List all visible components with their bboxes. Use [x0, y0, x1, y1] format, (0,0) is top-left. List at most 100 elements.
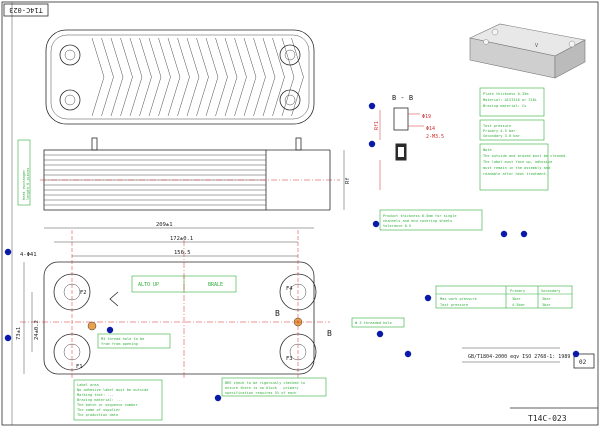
note-line-2: The outside and brazed must be cleaned.: [483, 154, 567, 158]
note-line-1: Note: [483, 148, 492, 152]
svg-text:V: V: [535, 43, 538, 49]
pressure-primary-head: Primary: [510, 289, 526, 293]
note-general: Note The outside and brazed must be clea…: [479, 143, 567, 191]
side-note-line-1: Heat exchanger: [22, 169, 26, 200]
section-marks: B B: [275, 309, 332, 338]
pressure-secondary-head: Secondary: [541, 289, 561, 293]
marker-dot: [500, 230, 508, 238]
page-number: 02: [579, 359, 587, 366]
material-line-2: Material: AISI316 or 316L: [483, 98, 537, 102]
marker-dot: [372, 220, 380, 228]
marker-dot: [214, 394, 222, 402]
ref-c: 2-M3.5: [426, 134, 444, 140]
note-f3-hole: Φ 3 threaded hole: [351, 317, 405, 328]
section-label: B - B: [392, 94, 413, 102]
ref-b: Φ14: [426, 126, 435, 132]
note-material: Plate thickness 0.35m Material: AISI316 …: [479, 87, 545, 117]
note-test: Test pressure Primary 4.5 bar Secondary …: [479, 119, 545, 141]
thickness-line-2: channels and end covering sheets: [383, 219, 452, 223]
pressure-row-2: Test pressure: [440, 303, 468, 307]
marker-dot: [572, 350, 580, 358]
plate-side-view: Rf: [40, 137, 351, 211]
stack-height: Rf1: [374, 121, 380, 130]
code-top-text: T14C-023: [9, 6, 43, 14]
label-left-text: ALTO UP: [138, 282, 159, 288]
label-area-3: Marking text: ...: [77, 393, 114, 397]
bre-line-1: BRE check to be rigorously checked to: [225, 381, 305, 385]
material-line-3: Brazing material: Cu: [483, 104, 526, 108]
port-f1: F1: [76, 364, 83, 370]
thickness-line-1: Product thickness 6.5mm for single: [383, 214, 457, 218]
marker-dot: [376, 330, 384, 338]
standard-ref: GB/T1804-2000 eqv ISO 2768-1: 1989: [462, 347, 570, 363]
label-area-1: Label area: [77, 383, 99, 387]
f3-note-text: Φ 3 threaded hole: [355, 321, 392, 325]
label-area-7: The production date: [77, 413, 118, 417]
bre-line-2: ensure there is no block - primary: [225, 386, 299, 390]
title-code-bottom: T14C-023: [510, 407, 598, 423]
label-right-text: BRALE: [208, 282, 223, 288]
title-code-top: T14C-023: [3, 3, 49, 17]
marker-dot: [368, 102, 376, 110]
port-f1-top: F2: [80, 290, 87, 296]
label-area-5: The batch or sequence number: [77, 403, 138, 407]
standard-text: GB/T1804-2000 eqv ISO 2768-1: 1989: [468, 354, 570, 360]
test-line-3: Secondary 3.0 bar: [483, 134, 521, 138]
material-line-1: Plate thickness 0.35m: [483, 92, 528, 96]
screw-line-2: from from opening: [101, 342, 138, 346]
note-line-5: readable after heat treatment.: [483, 172, 548, 176]
label-area-2: No adhesive label must be outside: [77, 388, 148, 392]
port-f4: F4: [286, 286, 293, 292]
label-area-6: The name of supplier: [77, 408, 121, 412]
marker-dot: [4, 334, 12, 342]
marker-dot: [424, 294, 432, 302]
marker-dot: [368, 140, 376, 148]
section-mark-2: B: [327, 329, 332, 338]
dim-inner: 172±0.1: [170, 236, 193, 242]
plate-front-view: ALTO UP BRALE F2 F1 F4 F3: [20, 230, 330, 380]
test-line-1: Test pressure: [483, 124, 511, 128]
pressure-val-3: 4.5bar: [512, 303, 526, 307]
code-bottom-text: T14C-023: [528, 414, 567, 423]
dim-height-1: 73±1: [16, 327, 22, 340]
page-number-box: 02: [573, 353, 595, 369]
bubble-markers: [4, 102, 580, 402]
dim-hole: 4-Φ41: [20, 252, 37, 258]
bre-line-3: specification requires 5% of each: [225, 391, 296, 395]
side-note-line-2: length 6 pieces: [26, 168, 30, 200]
marker-dot: [106, 326, 114, 334]
side-dim: Rf: [345, 177, 351, 184]
test-line-2: Primary 4.5 bar: [483, 129, 516, 133]
marker-dot: [520, 230, 528, 238]
side-green-note: Heat exchanger length 6 pieces: [17, 139, 31, 206]
dim-height-2: 24±0.2: [34, 320, 40, 340]
pressure-val-1: 3bar: [512, 297, 521, 301]
section-bb: B - B Φ19 Φ14 2-M3.5 Rf1: [374, 94, 444, 190]
marker-dot: [4, 248, 12, 256]
port-f3: F3: [286, 356, 293, 362]
note-screw: M3 thread hole to be from from opening: [97, 333, 171, 349]
note-line-4: must remain in the assembly and: [483, 166, 550, 170]
note-thickness: Product thickness 6.5mm for single chann…: [379, 209, 483, 231]
section-mark-1: B: [275, 309, 280, 318]
pressure-row-1: Max work pressure: [440, 297, 477, 301]
ref-a: Φ19: [422, 114, 431, 120]
screw-line-1: M3 thread hole to be: [101, 337, 144, 341]
pressure-val-2: 3bar: [542, 297, 551, 301]
dim-port-pitch: 156.5: [174, 250, 191, 256]
dimension-lines: 209±1 172±0.1 156.5 4-Φ41 73±1 24±0.2: [16, 222, 314, 374]
label-area-4: Brazing material: ...: [77, 398, 122, 402]
note-line-3: The label must face up, adhesive: [483, 160, 552, 164]
dim-overall: 209±1: [156, 222, 173, 228]
pressure-table: Primary Secondary Max work pressure Test…: [435, 285, 573, 309]
product-3d-view: V: [469, 23, 586, 79]
thickness-line-3: tolerance 0.5: [383, 224, 411, 228]
marker-dot: [404, 350, 412, 358]
plate-top-view: [45, 29, 315, 125]
pressure-val-4: 3bar: [542, 303, 551, 307]
note-label-area: Label area No adhesive label must be out…: [73, 379, 163, 421]
note-bre-check: BRE check to be rigorously checked to en…: [221, 377, 327, 397]
